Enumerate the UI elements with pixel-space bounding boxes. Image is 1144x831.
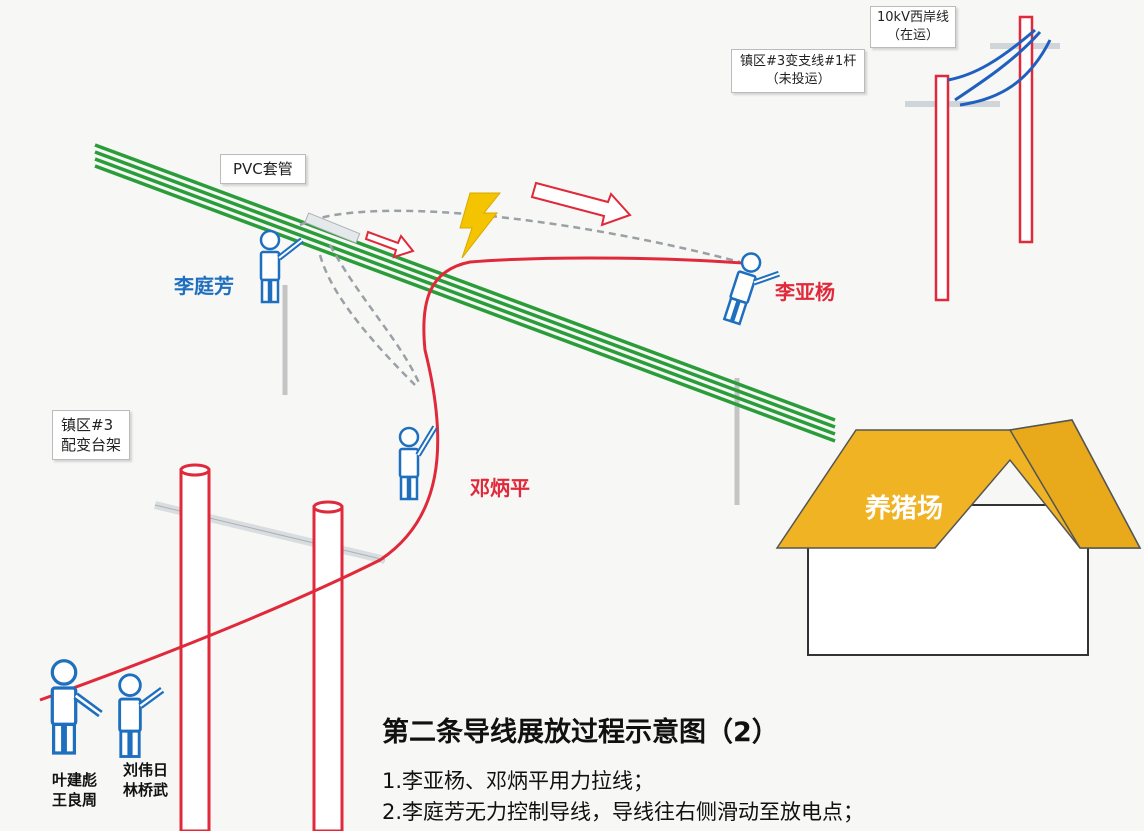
name-group-right: 刘伟日 林桥武: [123, 760, 168, 800]
pvc-sleeve: [304, 212, 361, 244]
name-deng-bingping: 邓炳平: [470, 476, 530, 500]
name-group-left: 叶建彪 王良周: [52, 770, 97, 810]
callout-10kv-line-status: （在运）: [886, 28, 939, 43]
name-lin-qiaowu: 林桥武: [123, 781, 169, 799]
name-li-tingfang: 李庭芳: [174, 274, 234, 298]
callout-transformer-line2: 配变台架: [61, 436, 122, 454]
callout-pvc-text: PVC套管: [233, 160, 293, 178]
callout-10kv-line: 10kV西岸线 （在运）: [870, 6, 956, 48]
original-path-dashed: [299, 209, 741, 386]
callout-pvc: PVC套管: [220, 154, 306, 184]
movement-arrow-large: [530, 181, 632, 227]
person-li-tingfang: [259, 229, 304, 304]
name-wang-liangzhou: 王良周: [52, 791, 98, 809]
pig-farm-building: [775, 419, 1142, 656]
name-li-yayang: 李亚杨: [775, 280, 835, 304]
name-ye-jianbiao: 叶建彪: [52, 771, 98, 789]
callout-branch-pole-status: （未投运）: [765, 72, 831, 87]
callout-branch-pole-name: 镇区#3变支线#1杆: [740, 54, 857, 69]
step-2: 2.李庭芳无力控制导线，导线往右侧滑动至放电点；: [382, 800, 865, 824]
person-group-right: [118, 673, 165, 758]
transformer-platform: [154, 463, 386, 831]
step-1: 1.李亚杨、邓炳平用力拉线；: [382, 769, 655, 793]
diagram-title: 第二条导线展放过程示意图（2）: [382, 717, 779, 748]
person-deng-bingping: [398, 425, 438, 501]
branch-poles: [905, 15, 1060, 302]
movement-arrow-small: [364, 230, 415, 259]
person-li-yayang: [722, 249, 780, 326]
building-label: 养猪场: [865, 494, 944, 524]
name-liu-weiri: 刘伟日: [123, 761, 169, 779]
callout-10kv-line-name: 10kV西岸线: [877, 10, 949, 25]
conductor-red: [39, 256, 756, 702]
callout-branch-pole: 镇区#3变支线#1杆 （未投运）: [731, 49, 866, 93]
callout-transformer-line1: 镇区#3: [61, 416, 114, 434]
person-group-left: [50, 659, 103, 755]
lightning-flash: [459, 192, 502, 259]
callout-transformer: 镇区#3 配变台架: [52, 410, 131, 460]
energized-lines: [94, 143, 836, 443]
